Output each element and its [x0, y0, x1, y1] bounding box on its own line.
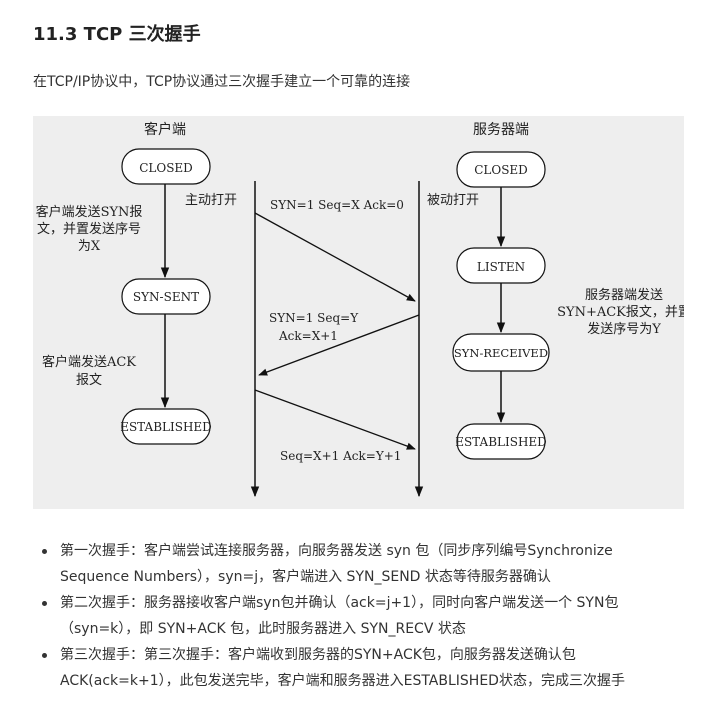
svg-text:SYN-SENT: SYN-SENT	[133, 290, 199, 304]
list-item: 第二次握手：服务器接收客户端syn包并确认（ack=j+1），同时向客户端发送一…	[33, 590, 683, 642]
diagram-canvas: 客户端 服务器端 CLOSED SYN-SENT ESTABLISHED CLO…	[36, 121, 684, 498]
client-note-ack-2: 报文	[76, 373, 102, 388]
svg-text:CLOSED: CLOSED	[474, 163, 528, 177]
step-2-line-2: （syn=k），即 SYN+ACK 包，此时服务器进入 SYN_RECV 状态	[60, 621, 466, 637]
active-open-label: 主动打开	[185, 193, 237, 208]
list-item: 第一次握手：客户端尝试连接服务器，向服务器发送 syn 包（同步序列编号Sync…	[33, 538, 683, 590]
step-2-line-1: 第二次握手：服务器接收客户端syn包并确认（ack=j+1），同时向客户端发送一…	[60, 595, 619, 611]
intro-text: 在TCP/IP协议中，TCP协议通过三次握手建立一个可靠的连接	[33, 74, 411, 90]
client-state-established: ESTABLISHED	[120, 408, 212, 445]
step-1-line-1: 第一次握手：客户端尝试连接服务器，向服务器发送 syn 包（同步序列编号Sync…	[60, 543, 613, 559]
client-note-syn-3: 为X	[78, 239, 101, 254]
step-3-line-2: ACK(ack=k+1），此包发送完毕，客户端和服务器进入ESTABLISHED…	[60, 673, 625, 689]
svg-text:CLOSED: CLOSED	[139, 161, 193, 175]
syn-ack-arrow	[258, 314, 420, 376]
client-header: 客户端	[144, 121, 186, 138]
svg-text:ESTABLISHED: ESTABLISHED	[120, 420, 212, 434]
svg-text:ESTABLISHED: ESTABLISHED	[455, 435, 547, 449]
bullet-dot	[42, 601, 47, 606]
server-state-established: ESTABLISHED	[455, 423, 547, 460]
msg-ack-label: Seq=X+1 Ack=Y+1	[280, 449, 401, 463]
syn-arrow	[254, 212, 416, 302]
msg-syn-label: SYN=1 Seq=X Ack=0	[270, 198, 404, 212]
passive-open-label: 被动打开	[427, 193, 479, 208]
client-note-syn-2: 文，并置发送序号	[37, 221, 141, 237]
server-note-1: 服务器端发送	[585, 287, 663, 303]
step-3-line-1: 第三次握手：第三次握手：客户端收到服务器的SYN+ACK包，向服务器发送确认包	[60, 647, 576, 663]
client-note-syn-1: 客户端发送SYN报	[36, 204, 143, 220]
server-note-2: SYN+ACK报文，并置	[557, 305, 684, 320]
msg-syn-ack-label-1: SYN=1 Seq=Y	[269, 311, 359, 325]
step-1-line-2: Sequence Numbers），syn=j，客户端进入 SYN_SEND 状…	[60, 569, 551, 585]
handshake-steps-list: 第一次握手：客户端尝试连接服务器，向服务器发送 syn 包（同步序列编号Sync…	[33, 538, 683, 694]
client-note-ack-1: 客户端发送ACK	[42, 354, 136, 370]
server-state-closed: CLOSED	[456, 151, 546, 188]
section-title: 11.3 TCP 三次握手	[33, 24, 201, 45]
client-state-closed: CLOSED	[121, 148, 211, 185]
server-state-listen: LISTEN	[456, 247, 546, 284]
svg-text:SYN-RECEIVED: SYN-RECEIVED	[454, 346, 548, 360]
tcp-handshake-diagram: 客户端 服务器端 CLOSED SYN-SENT ESTABLISHED CLO…	[33, 116, 684, 509]
ack-arrow	[254, 389, 416, 450]
server-note-3: 发送序号为Y	[587, 321, 661, 337]
client-state-syn-sent: SYN-SENT	[121, 278, 211, 315]
list-item: 第三次握手：第三次握手：客户端收到服务器的SYN+ACK包，向服务器发送确认包 …	[33, 642, 683, 694]
bullet-dot	[42, 653, 47, 658]
svg-text:LISTEN: LISTEN	[477, 260, 525, 274]
msg-syn-ack-label-2: Ack=X+1	[278, 329, 338, 343]
server-header: 服务器端	[473, 122, 529, 138]
server-state-syn-received: SYN-RECEIVED	[452, 333, 550, 372]
bullet-dot	[42, 549, 47, 554]
